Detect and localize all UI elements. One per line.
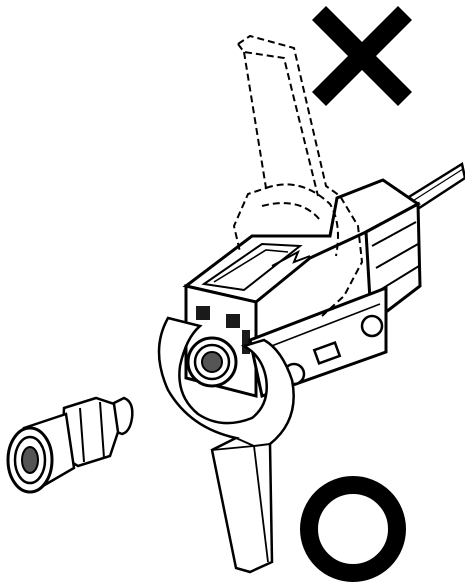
sensor-body [182, 178, 422, 398]
pipe-fitting [6, 396, 134, 494]
wrench-correct-position [157, 316, 295, 574]
circle-mark [300, 476, 406, 582]
indicator-led [196, 306, 210, 320]
cross-mark [312, 6, 412, 106]
wrench-wrong-position [232, 34, 364, 317]
